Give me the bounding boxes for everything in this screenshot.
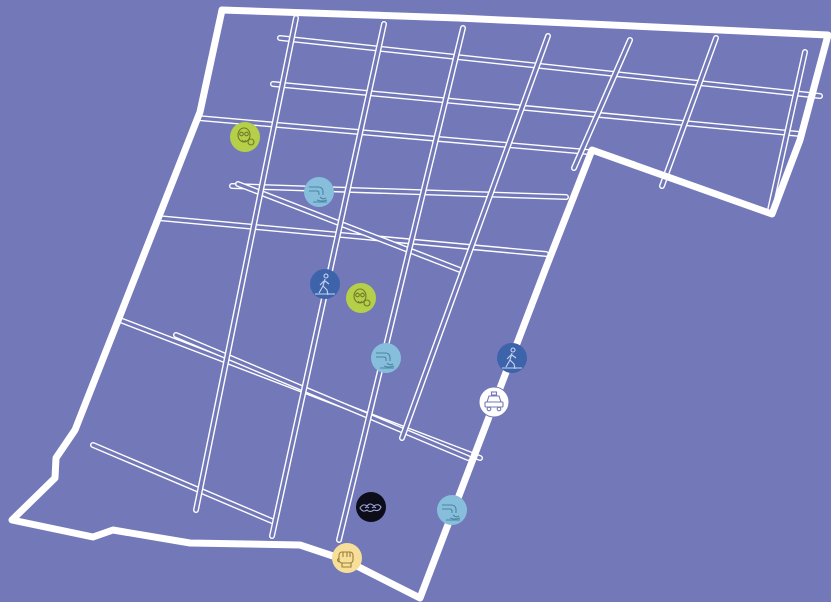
street-centre — [660, 36, 718, 188]
pedestrian-marker[interactable] — [497, 343, 527, 373]
neighborhood-boundary — [8, 6, 831, 602]
gas-mask-icon — [237, 127, 255, 146]
marker-circle — [346, 283, 376, 313]
gas-mask-icon — [353, 288, 371, 307]
street-centre — [400, 34, 550, 440]
drain-pipe-marker[interactable] — [437, 495, 467, 525]
fist-marker[interactable] — [332, 543, 362, 573]
street-centre — [196, 116, 590, 154]
marker-circle — [332, 543, 362, 573]
marker-circle — [310, 269, 340, 299]
incident-markers — [230, 122, 527, 573]
drain-pipe-marker[interactable] — [304, 177, 334, 207]
street-centre — [271, 82, 802, 136]
taxi-marker[interactable] — [478, 386, 510, 418]
taxi-icon — [484, 391, 504, 412]
gas-mask-marker[interactable] — [346, 283, 376, 313]
pothole-marker[interactable] — [356, 492, 386, 522]
street-centre — [230, 184, 568, 199]
drain-pipe-icon — [442, 504, 461, 521]
pedestrian-icon — [315, 273, 335, 296]
street-centre — [156, 216, 548, 256]
drain-pipe-marker[interactable] — [371, 343, 401, 373]
street-centre — [278, 36, 822, 98]
fist-icon — [336, 551, 354, 568]
street-centre — [91, 443, 274, 523]
street-centre — [194, 16, 298, 512]
street-centre — [572, 38, 632, 170]
marker-circle — [230, 122, 260, 152]
street-centre — [768, 50, 807, 212]
marker-circle — [497, 343, 527, 373]
gas-mask-marker[interactable] — [230, 122, 260, 152]
drain-pipe-icon — [376, 352, 395, 369]
street-centre — [337, 26, 465, 542]
pedestrian-icon — [502, 347, 522, 370]
marker-circle — [356, 492, 386, 522]
drain-pipe-icon — [309, 186, 328, 203]
pedestrian-marker[interactable] — [310, 269, 340, 299]
pothole-icon — [359, 503, 382, 513]
street-centre — [236, 182, 462, 272]
